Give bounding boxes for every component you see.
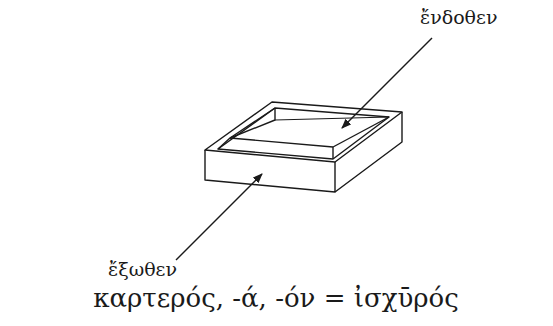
vocabulary-note: καρτερός, -ά, -όν = ἰσχῡρός: [93, 283, 458, 314]
inside-label: ἔνδοθεν: [420, 6, 497, 29]
leader-arrow: [176, 174, 262, 260]
open-box: [205, 102, 402, 192]
outside-label: ἔξωθεν: [108, 258, 177, 281]
leader-arrow: [342, 38, 432, 128]
